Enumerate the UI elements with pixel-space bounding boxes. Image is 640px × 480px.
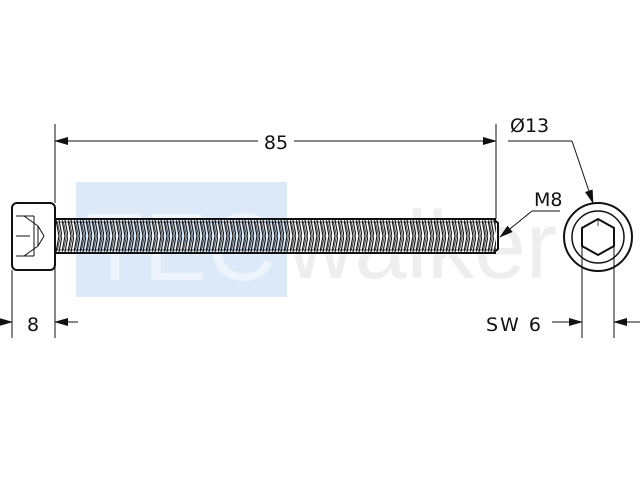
head-diameter-label: Ø13: [510, 115, 549, 137]
head-outer-circle: [563, 202, 633, 272]
screw-side-view: [11, 202, 499, 271]
screw-end-view: [563, 202, 633, 272]
screw-head: [11, 202, 56, 271]
socket-circle: [571, 210, 625, 264]
head-diameter-dimension: Ø13: [508, 115, 594, 204]
thread-callout: M8: [499, 189, 562, 238]
hex-socket-dimension: SW 6: [486, 246, 640, 338]
length-dimension: 85: [54, 124, 497, 219]
screw-tip: [492, 218, 499, 254]
length-label: 85: [264, 132, 288, 154]
thread-leader: [499, 210, 533, 238]
length-label-bg: [258, 128, 294, 152]
hex-socket-label: SW 6: [486, 314, 543, 336]
diameter-leader: [571, 140, 594, 204]
head-height-label: 8: [27, 314, 39, 336]
socket-tip: [37, 225, 45, 247]
thread-texture: [56, 220, 496, 252]
hex-socket: [581, 217, 615, 257]
thread-label: M8: [534, 189, 562, 211]
socket-hidden-lines: [16, 215, 39, 257]
head-height-dimension: 8: [0, 253, 78, 338]
